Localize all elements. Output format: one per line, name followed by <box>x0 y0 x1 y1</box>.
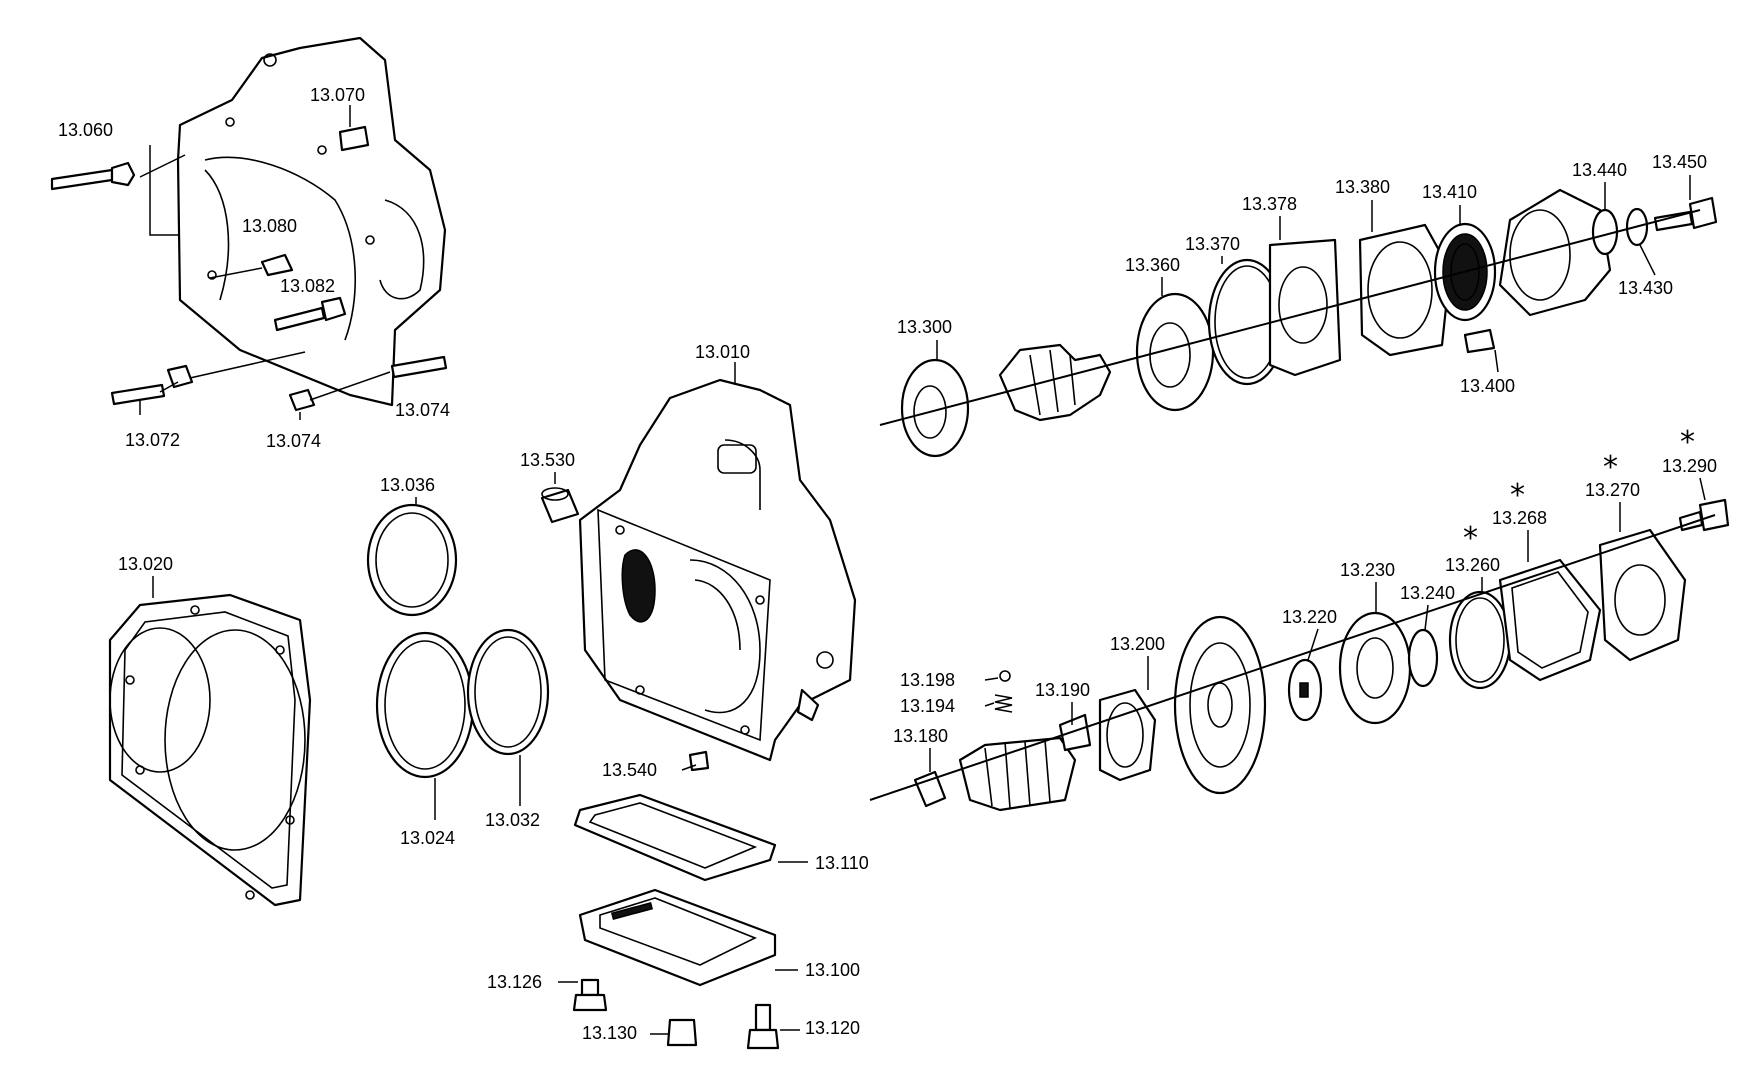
label-13-032: 13.032 <box>485 810 540 830</box>
asterisk-13-270: * <box>1603 450 1618 485</box>
housing-leaders <box>139 105 391 420</box>
lower-shaft-assembly <box>869 498 1730 812</box>
label-13-410: 13.410 <box>1422 182 1477 202</box>
label-13-230: 13.230 <box>1340 560 1395 580</box>
asterisk-13-290: * <box>1680 425 1695 460</box>
label-13-200: 13.200 <box>1110 634 1165 654</box>
label-13-036: 13.036 <box>380 475 435 495</box>
label-13-080: 13.080 <box>242 216 297 236</box>
label-13-540: 13.540 <box>602 760 657 780</box>
asterisk-13-268: * <box>1510 478 1525 513</box>
label-13-072: 13.072 <box>125 430 180 450</box>
label-13-360: 13.360 <box>1125 255 1180 275</box>
label-13-260: 13.260 <box>1445 555 1500 575</box>
label-13-126: 13.126 <box>487 972 542 992</box>
label-13-370: 13.370 <box>1185 234 1240 254</box>
label-13-130: 13.130 <box>582 1023 637 1043</box>
label-13-378: 13.378 <box>1242 194 1297 214</box>
label-13-440: 13.440 <box>1572 160 1627 180</box>
label-13-020: 13.020 <box>118 554 173 574</box>
label-13-180: 13.180 <box>893 726 948 746</box>
housing-bolts <box>50 125 448 412</box>
label-13-082: 13.082 <box>280 276 335 296</box>
label-13-060: 13.060 <box>58 120 113 140</box>
label-13-380: 13.380 <box>1335 177 1390 197</box>
label-13-430: 13.430 <box>1618 278 1673 298</box>
label-13-074-a: 13.074 <box>266 431 321 451</box>
label-13-240: 13.240 <box>1400 583 1455 603</box>
large-gasket <box>108 593 312 907</box>
label-leaders <box>152 175 1706 1035</box>
label-13-400: 13.400 <box>1460 376 1515 396</box>
label-13-070: 13.070 <box>310 85 365 105</box>
bushing-13-530 <box>540 487 580 524</box>
label-13-010: 13.010 <box>695 342 750 362</box>
part-labels: 13.060 13.070 13.080 13.082 13.072 13.07… <box>58 85 1717 1043</box>
cover-fasteners <box>572 978 780 1050</box>
label-13-290: 13.290 <box>1662 456 1717 476</box>
label-13-268: 13.268 <box>1492 508 1547 528</box>
label-13-024: 13.024 <box>400 828 455 848</box>
cover-and-gasket-bottom <box>573 750 777 987</box>
label-13-194: 13.194 <box>900 696 955 716</box>
label-13-190: 13.190 <box>1035 680 1090 700</box>
upper-shaft-assembly <box>879 188 1718 458</box>
upper-housing-cover <box>176 36 447 407</box>
label-13-270: 13.270 <box>1585 480 1640 500</box>
label-13-450: 13.450 <box>1652 152 1707 172</box>
main-gearbox-housing <box>578 378 857 762</box>
label-13-220: 13.220 <box>1282 607 1337 627</box>
label-13-198: 13.198 <box>900 670 955 690</box>
label-13-110: 13.110 <box>815 853 869 873</box>
label-13-120: 13.120 <box>805 1018 860 1038</box>
label-13-530: 13.530 <box>520 450 575 470</box>
o-rings-left <box>366 503 550 779</box>
label-13-300: 13.300 <box>897 317 952 337</box>
label-13-100: 13.100 <box>805 960 860 980</box>
label-13-074-b: 13.074 <box>395 400 450 420</box>
asterisk-13-260: * <box>1463 521 1478 556</box>
